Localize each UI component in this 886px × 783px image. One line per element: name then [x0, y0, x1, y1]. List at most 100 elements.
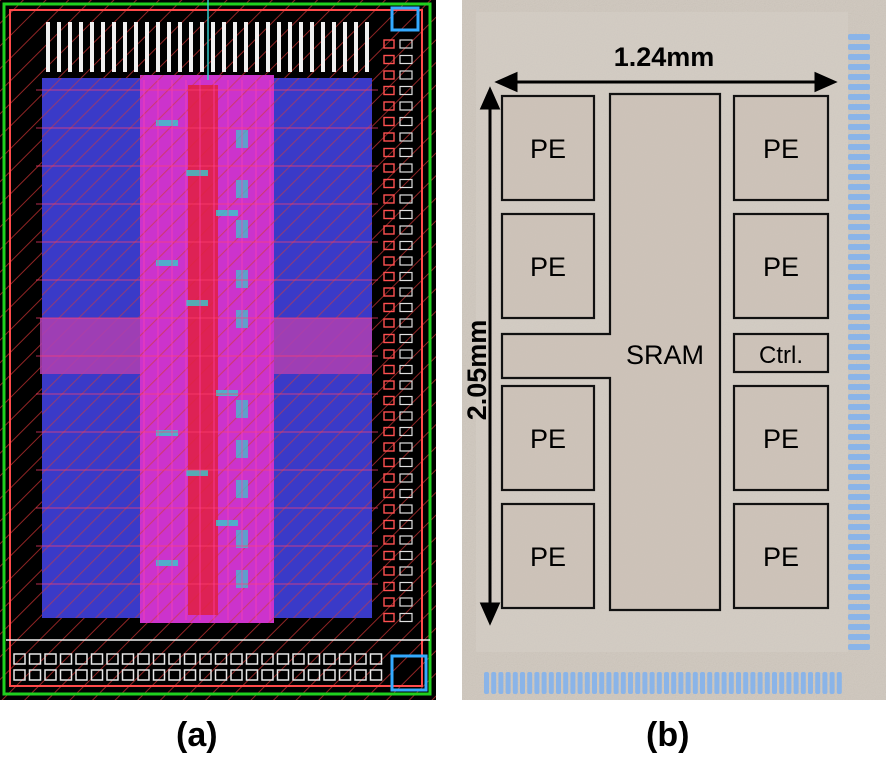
bond-pad — [599, 672, 605, 694]
right-io-pads — [383, 39, 413, 623]
bond-pad — [848, 144, 870, 150]
bond-pad — [848, 454, 870, 460]
corner-cell-top-right — [390, 6, 420, 32]
bond-pad — [714, 672, 720, 694]
io-pad — [261, 669, 274, 681]
pe-label-left-4: PE — [530, 542, 566, 572]
io-pad — [399, 302, 413, 313]
bond-pad — [848, 364, 870, 370]
bond-pad — [491, 672, 497, 694]
pe-label-right-1: PE — [763, 134, 799, 164]
bond-pad — [848, 414, 870, 420]
bond-pad — [848, 534, 870, 540]
bond-pad — [848, 624, 870, 630]
bond-pad — [505, 672, 511, 694]
bond-pad — [848, 374, 870, 380]
io-finger — [156, 22, 160, 72]
caption-a: (a) — [176, 716, 218, 754]
bond-pad — [848, 544, 870, 550]
io-pad — [90, 653, 104, 665]
bond-pad — [848, 94, 870, 100]
bond-pad — [848, 44, 870, 50]
io-finger — [343, 22, 347, 72]
bond-pad — [671, 672, 677, 694]
bond-pad — [808, 672, 813, 694]
io-pad — [383, 225, 395, 235]
io-finger — [68, 22, 72, 72]
bond-pad — [848, 614, 870, 620]
io-pad — [383, 70, 395, 80]
via-mark — [156, 260, 178, 266]
bond-pad — [848, 294, 870, 300]
bottom-io-pads — [6, 639, 430, 681]
bond-pad — [848, 524, 870, 530]
bond-pad — [628, 672, 633, 694]
io-finger — [178, 22, 182, 72]
io-pad — [323, 669, 336, 681]
bond-pad — [848, 134, 870, 140]
bond-pad — [570, 672, 576, 694]
bond-pad — [520, 672, 525, 694]
bond-pad — [793, 672, 799, 694]
io-pad — [323, 653, 336, 665]
io-pad — [383, 209, 395, 220]
io-pad — [399, 147, 413, 158]
bond-pad — [848, 424, 870, 430]
io-finger — [233, 22, 237, 72]
pe-label-right-2: PE — [763, 252, 799, 282]
io-pad — [338, 653, 352, 665]
bond-pad — [707, 672, 713, 694]
bond-pad — [848, 354, 870, 360]
io-finger — [57, 22, 61, 72]
via-mark — [186, 170, 208, 176]
bond-pad — [848, 54, 870, 60]
io-pad — [383, 364, 395, 375]
io-pad — [383, 535, 395, 545]
bond-pad — [606, 672, 612, 694]
io-pad — [399, 318, 413, 328]
io-pad — [383, 333, 395, 344]
io-pad — [199, 653, 212, 665]
io-pad — [399, 287, 413, 297]
io-pad — [137, 653, 150, 665]
io-pad — [383, 349, 395, 359]
io-finger — [167, 22, 171, 72]
bond-pad — [527, 672, 533, 694]
bond-pad — [656, 672, 662, 694]
io-pad — [399, 256, 413, 266]
io-pad — [399, 581, 413, 592]
bond-pad — [848, 284, 870, 290]
bond-pad — [786, 672, 792, 694]
ctrl-block — [732, 332, 830, 374]
bond-pad — [848, 264, 870, 270]
io-pad — [399, 178, 413, 189]
bond-pad — [848, 224, 870, 230]
io-pad — [399, 85, 413, 96]
io-pad — [338, 669, 352, 681]
via-mark — [216, 390, 238, 396]
io-pad — [121, 653, 135, 665]
pe-block-left-1 — [500, 94, 596, 202]
io-pad — [383, 271, 395, 282]
bond-pad — [512, 672, 518, 694]
io-pad — [183, 653, 197, 665]
bond-pad — [848, 344, 870, 350]
io-pad — [399, 333, 413, 344]
io-pad — [292, 669, 305, 681]
io-pad — [383, 566, 395, 576]
pe-block-left-4 — [500, 502, 596, 610]
bond-pad — [848, 464, 870, 470]
pe-label-left-2: PE — [530, 252, 566, 282]
bond-pad — [848, 84, 870, 90]
io-pad — [106, 653, 119, 665]
io-pad — [399, 504, 413, 514]
pe-block-right-2 — [732, 212, 830, 320]
sram-block — [500, 92, 722, 612]
io-finger — [189, 22, 193, 72]
bond-pad — [848, 554, 870, 560]
pe-label-right-4: PE — [763, 542, 799, 572]
die-floorplan-diagram: PE PE PE PE PE PE PE PE SRAM Ctrl. 1.24m… — [462, 0, 886, 700]
io-pad — [383, 442, 395, 452]
io-finger — [310, 22, 314, 72]
io-pad — [183, 669, 197, 681]
